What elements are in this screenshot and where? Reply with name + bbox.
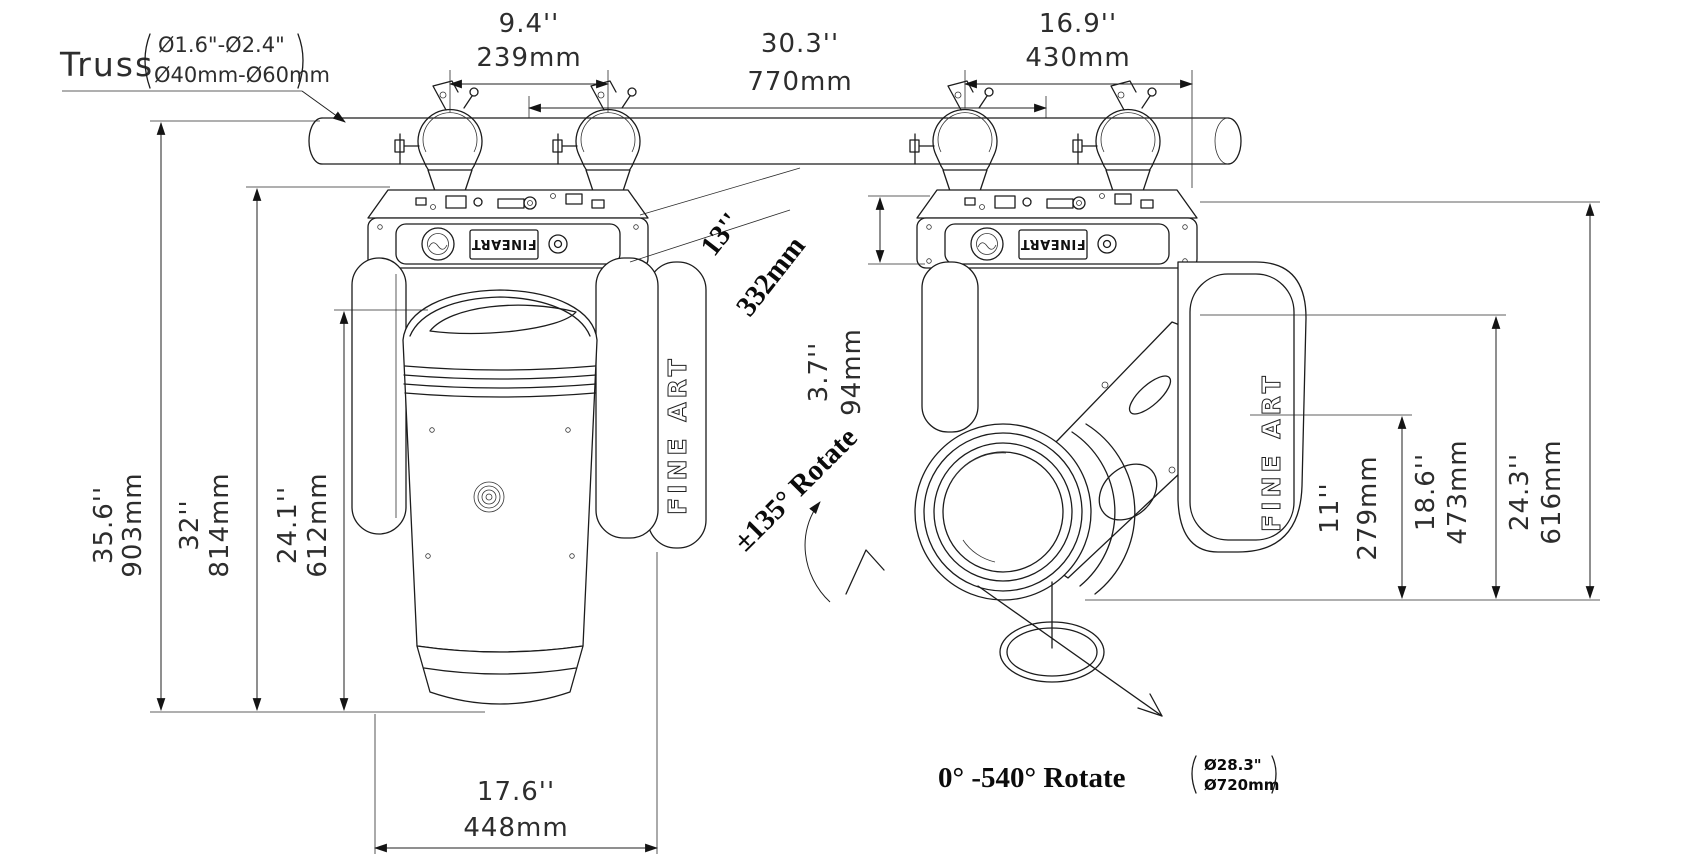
pan-diameter-inches: Ø28.3": [1204, 756, 1262, 774]
pan-diameter-mm: Ø720mm: [1204, 776, 1279, 794]
dimension-lines-left: 35.6'' 903mm 32'' 814mm 24.1'' 612mm: [89, 120, 485, 713]
dim-3-7in: 3.7'': [804, 342, 834, 403]
tilt-label: ±135° Rotate: [728, 422, 864, 558]
lens-outer-ring: [914, 423, 1092, 601]
tilt-annotation: ±135° Rotate: [728, 422, 885, 603]
dim-18-6in: 18.6'': [1411, 453, 1441, 531]
head-side-vent: [1098, 463, 1158, 521]
lens-inner-ring: [942, 451, 1064, 573]
truss-callout: Truss Ø1.6"-Ø2.4" Ø40mm-Ø60mm: [59, 33, 346, 123]
pan-annotation: 0° -540° Rotate Ø28.3" Ø720mm: [938, 581, 1279, 794]
dim-332mm: 332mm: [730, 230, 812, 322]
dim-17-6in: 17.6'': [477, 777, 555, 807]
pan-label: 0° -540° Rotate: [938, 762, 1126, 794]
yoke-arm-near: [1177, 261, 1307, 553]
head-bottom-cap: [416, 645, 584, 705]
dim-24-1in: 24.1'': [273, 486, 303, 564]
dimension-lines-right: 11'' 279mm 18.6'' 473mm 24.3'' 616mm: [1085, 201, 1600, 601]
dim-430mm: 430mm: [1025, 43, 1130, 73]
pan-arrow-icon: [1137, 693, 1163, 717]
arm-brand-text: FINE ART: [663, 355, 692, 515]
paren-open: [1191, 755, 1197, 794]
dim-239mm: 239mm: [476, 43, 581, 73]
truss-range-mm: Ø40mm-Ø60mm: [154, 63, 330, 87]
dim-473mm: 473mm: [1443, 439, 1473, 544]
tilt-pointer-icon: [845, 549, 885, 595]
truss-tube: [308, 117, 1242, 165]
dim-30-3in: 30.3'': [761, 29, 839, 59]
dim-612mm: 612mm: [303, 472, 333, 577]
head-vent-hatch: [429, 304, 577, 335]
dim-35-6in: 35.6'': [89, 486, 119, 564]
paren-close: [297, 33, 304, 89]
dim-11in: 11'': [1315, 482, 1345, 533]
dim-616mm: 616mm: [1537, 439, 1567, 544]
dim-24-3in: 24.3'': [1505, 453, 1535, 531]
dim-16-9in: 16.9'': [1039, 9, 1117, 39]
yoke-arm-left: [351, 257, 407, 535]
truss-range-inches: Ø1.6"-Ø2.4": [158, 33, 285, 57]
tilt-arc-arrow-icon: [804, 501, 831, 603]
dimension-base-height: 3.7'' 94mm: [804, 195, 930, 416]
yoke-arm-far: [921, 261, 979, 433]
dim-903mm: 903mm: [118, 472, 148, 577]
head-body: [402, 289, 598, 653]
dim-32in: 32'': [175, 499, 205, 550]
arm-brand-text: FINE ART: [1257, 372, 1286, 532]
truss-leader-line: [301, 90, 346, 123]
paren-open: [144, 33, 151, 89]
lens-target-mark: [473, 481, 505, 513]
dim-94mm: 94mm: [837, 328, 867, 416]
dim-448mm: 448mm: [463, 813, 568, 843]
paren-close: [1271, 755, 1277, 794]
dim-814mm: 814mm: [205, 472, 235, 577]
dimension-lines-top: 9.4'' 239mm 30.3'' 770mm 16.9'' 430mm: [448, 9, 1194, 188]
truss-label: Truss: [59, 45, 154, 84]
dim-770mm: 770mm: [747, 67, 852, 97]
dimension-base-width: 17.6'' 448mm: [373, 552, 659, 854]
dim-9-4in: 9.4'': [499, 9, 560, 39]
dim-279mm: 279mm: [1353, 455, 1383, 560]
yoke-arm-right: [595, 257, 659, 539]
dim-13in: 13'': [694, 207, 747, 262]
fixture-side-view: FINE ART: [914, 261, 1307, 601]
fixture-front-view: FINE ART: [351, 257, 707, 705]
